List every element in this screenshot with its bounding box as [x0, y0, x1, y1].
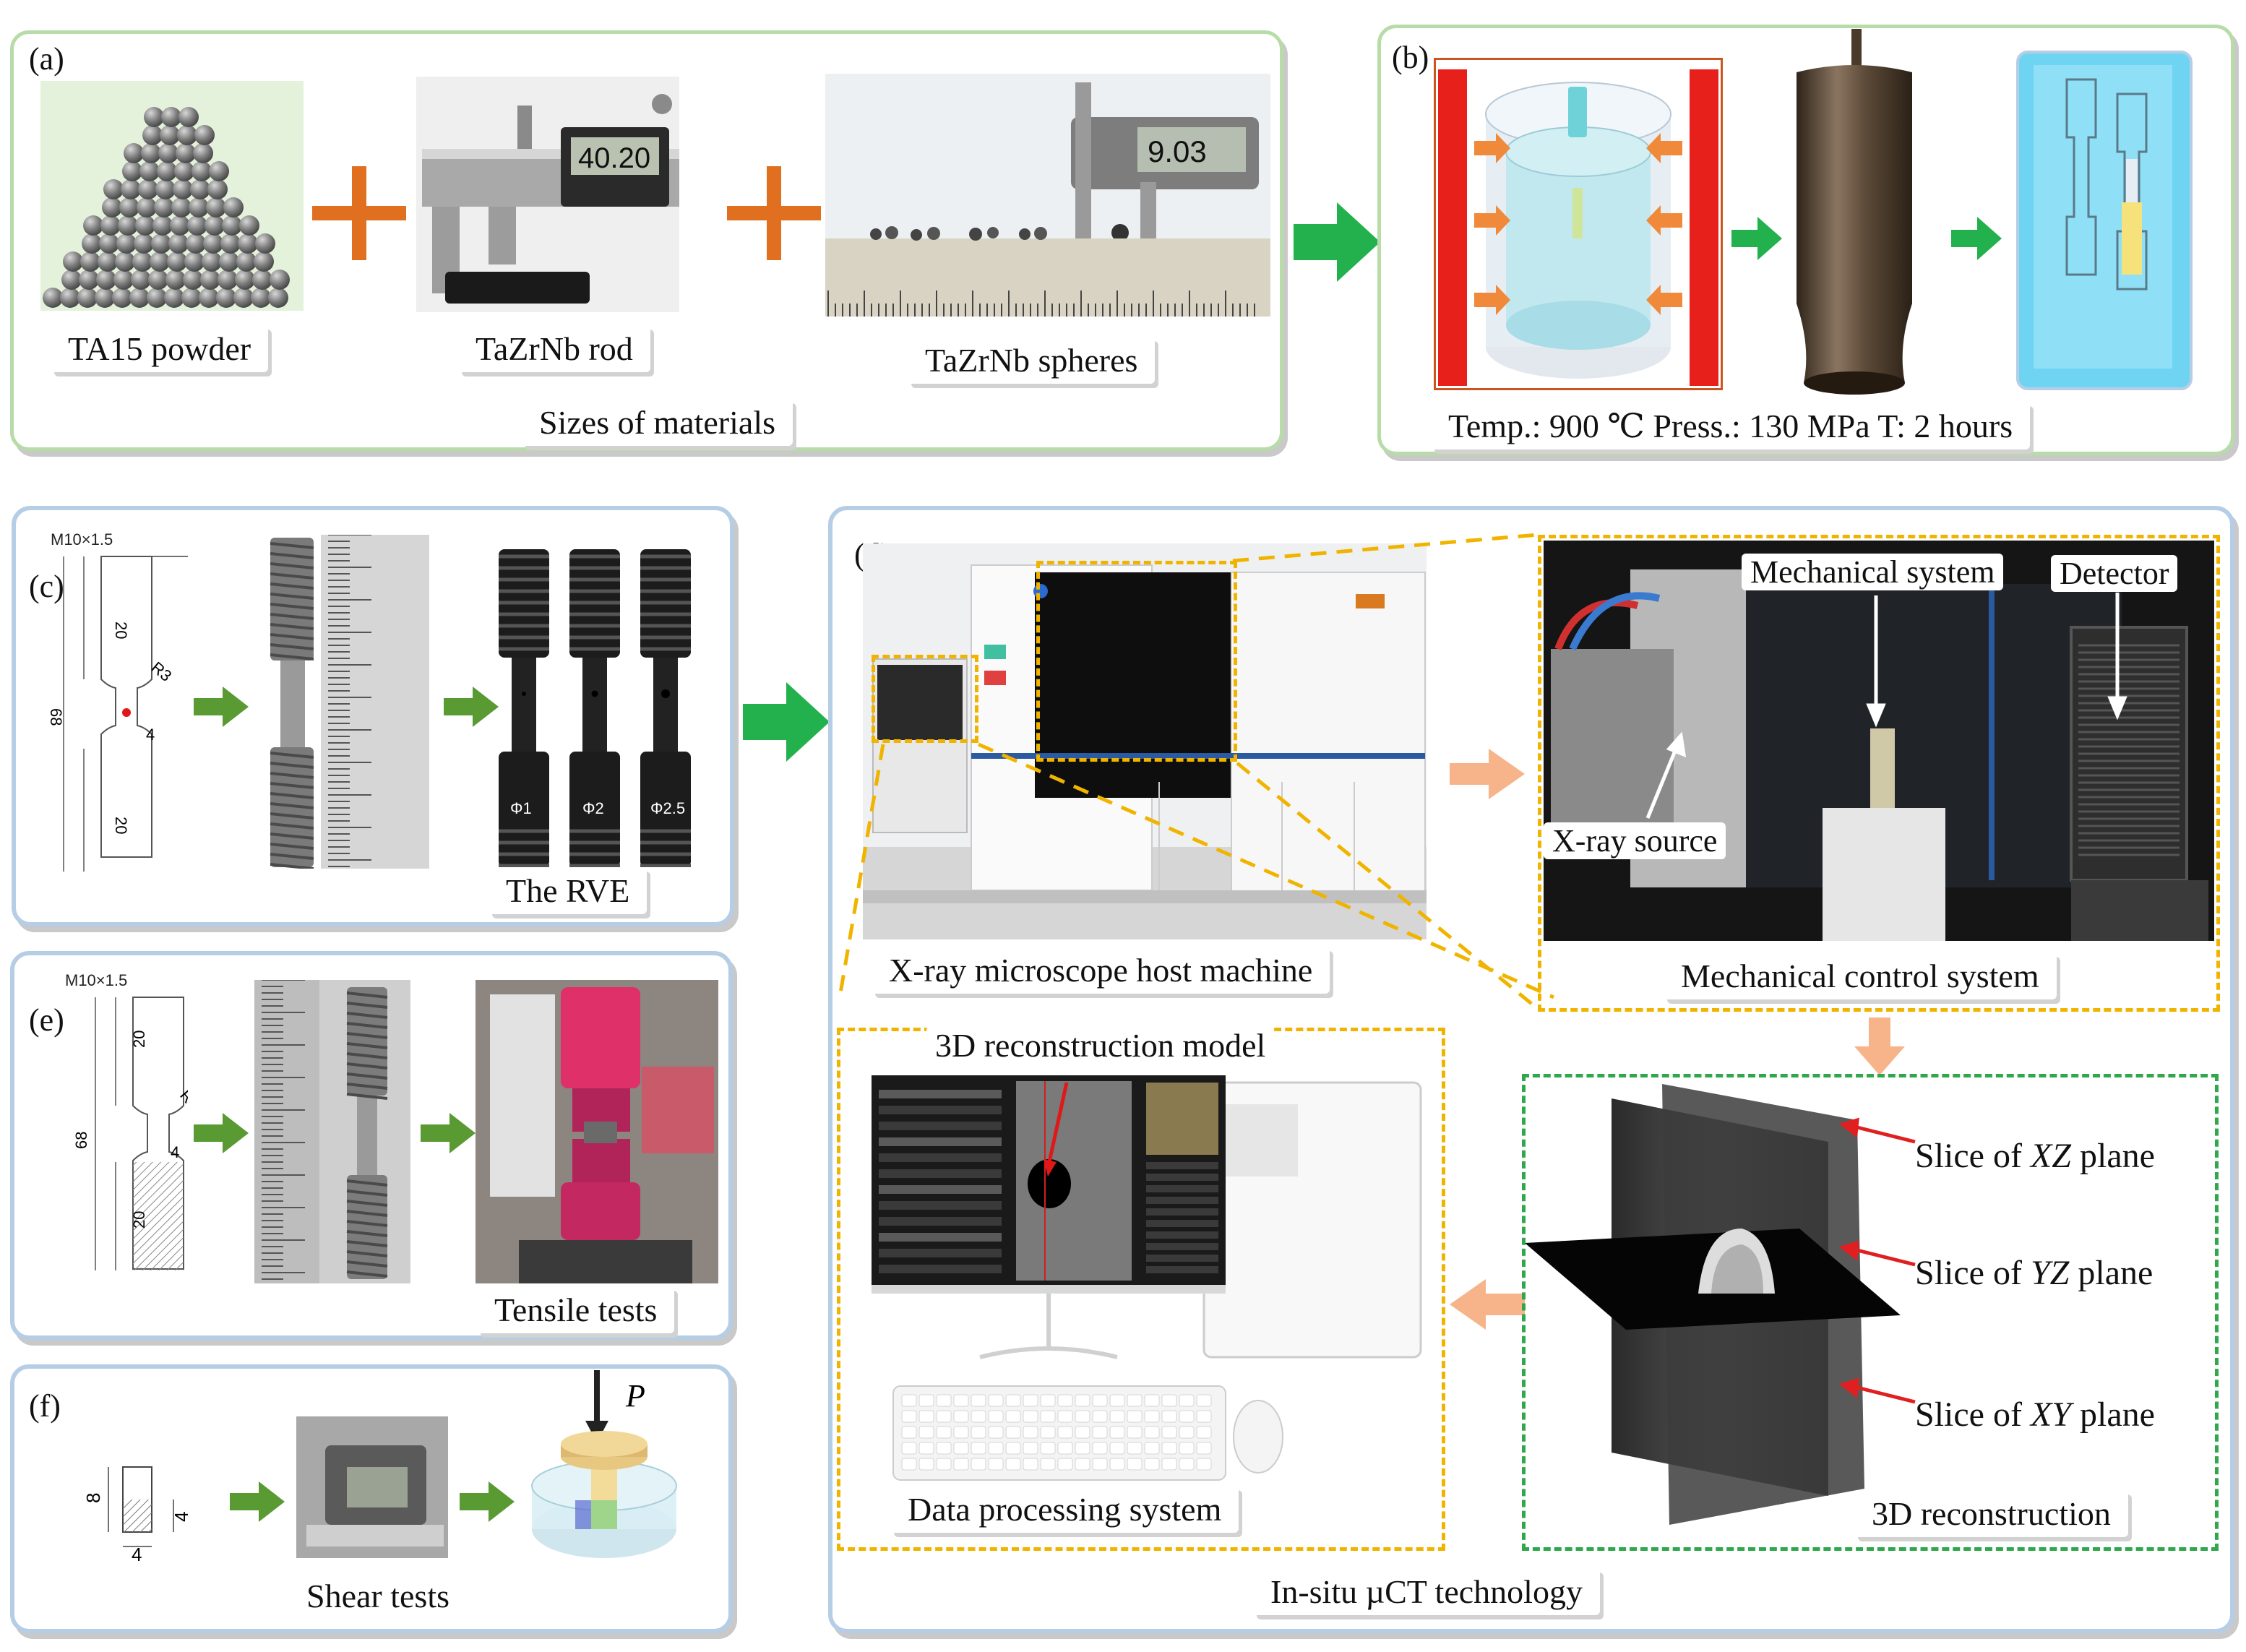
shear-specimen-drawing: 8 4 4 — [82, 1466, 192, 1561]
panel-e-label: (e) — [29, 1002, 64, 1038]
dim-bottom-label: 20 — [112, 817, 130, 834]
tensile-specimen-photo — [254, 980, 410, 1283]
orthogonal-slices-render — [1525, 1084, 1901, 1525]
flow-arrow-icon — [230, 1481, 285, 1522]
data-processing-image — [872, 1075, 1422, 1481]
hip-billet-image — [1797, 29, 1912, 395]
reconstruction-model-caption: 3D reconstruction model — [926, 1026, 1275, 1064]
panel-b-label: (b) — [1392, 40, 1429, 75]
flow-arrow-icon — [194, 687, 249, 727]
flow-arrow-icon — [421, 1113, 476, 1153]
callout-lines — [838, 533, 1555, 1010]
tazrnb-spheres-image: 9.03 — [825, 74, 1270, 317]
plus-icon — [727, 166, 821, 260]
flow-arrow-icon — [444, 687, 499, 727]
thread-spec-label: M10×1.5 — [65, 971, 127, 989]
tazrnb-rod-caption: TaZrNb rod — [458, 325, 650, 372]
plus-icon — [312, 166, 406, 260]
shear-fixture-diagram: P — [531, 1370, 677, 1558]
flow-arrow-icon — [1450, 1279, 1525, 1330]
flow-arrow-icon — [1951, 217, 2002, 260]
rve-caption: The RVE — [489, 867, 647, 914]
rve-specimen-drawing: M10×1.5 20 68 R3 4 20 — [47, 530, 188, 872]
detector-label: Detector — [2051, 555, 2178, 592]
shear-side-label: 4 — [171, 1512, 192, 1522]
annotation-arrows — [1645, 593, 2127, 819]
mechanical-system-label: Mechanical system — [1742, 554, 2004, 590]
shear-height-label: 8 — [82, 1493, 104, 1503]
slice-pointer-arrows — [1838, 1117, 1916, 1404]
machine-callout-box — [1036, 561, 1237, 762]
hip-conditions-caption: Temp.: 900 ℃ Press.: 130 MPa T: 2 hours — [1431, 402, 2031, 449]
dim-neck-label: 4 — [171, 1143, 179, 1161]
tazrnb-spheres-caption: TaZrNb spheres — [908, 337, 1156, 384]
shear-specimen-photo — [296, 1416, 448, 1558]
panel-f-label: (f) — [29, 1388, 61, 1424]
reconstruction-box — [1522, 1074, 2219, 1551]
mechanical-control-photo — [1544, 541, 2214, 941]
tensile-test-photo — [476, 980, 718, 1283]
flow-arrow-icon — [1731, 217, 1782, 260]
mechanical-control-box — [1538, 535, 2220, 1012]
hole-label-1: Φ1 — [510, 799, 532, 817]
mechanical-control-caption: Mechanical control system — [1664, 952, 2057, 999]
flow-arrow-icon — [194, 1113, 249, 1153]
data-processing-caption: Data processing system — [890, 1486, 1239, 1533]
panel-a-label: (a) — [29, 41, 64, 77]
flow-arrow-icon — [743, 682, 830, 762]
shear-width-label: 4 — [132, 1544, 142, 1561]
specimen-cutting-diagram — [2016, 51, 2193, 390]
thread-spec-label: M10×1.5 — [51, 530, 113, 548]
slice-yz-label: Slice of YZ plane — [1915, 1254, 2154, 1292]
slice-xy-label: Slice of XY plane — [1915, 1395, 2155, 1434]
dim-total-label: 68 — [47, 708, 65, 726]
shear-tests-caption: Shear tests — [289, 1573, 468, 1619]
flow-arrow-icon — [1294, 202, 1380, 282]
tensile-tests-caption: Tensile tests — [477, 1286, 675, 1333]
flow-arrow-icon — [1450, 749, 1525, 799]
dim-neck-label: 4 — [146, 726, 155, 744]
slice-xz-label: Slice of XZ plane — [1915, 1137, 2155, 1175]
flow-arrow-icon — [460, 1481, 515, 1522]
dim-bottom-label: 20 — [130, 1211, 148, 1229]
tazrnb-rod-image: 40.20 — [416, 77, 679, 312]
ta15-powder-caption: TA15 powder — [51, 325, 269, 372]
hip-furnace-diagram — [1434, 58, 1723, 390]
ta15-powder-image — [40, 81, 304, 311]
panel-c-label: (c) — [29, 569, 64, 604]
rve-specimen-photo — [256, 535, 429, 869]
rod-caliper-readout: 40.20 — [578, 142, 650, 174]
dim-total-label: 68 — [72, 1132, 90, 1149]
hole-label-3: Φ2.5 — [650, 799, 685, 817]
tensile-specimen-drawing: M10×1.5 20 68 R3 4 20 — [65, 971, 188, 1270]
reconstruction-caption: 3D reconstruction — [1854, 1490, 2128, 1537]
dim-top-label: 20 — [112, 621, 130, 639]
hole-label-2: Φ2 — [582, 799, 604, 817]
xray-source-label: X-ray source — [1544, 822, 1726, 859]
load-label: P — [625, 1378, 645, 1414]
rve-hole-specimens: Φ1 Φ2 Φ2.5 — [499, 549, 691, 867]
in-situ-technology-caption: In-situ µCT technology — [1253, 1568, 1600, 1615]
machine-callout-box — [872, 655, 978, 743]
sizes-of-materials-caption: Sizes of materials — [522, 399, 793, 446]
spheres-caliper-readout: 9.03 — [1148, 134, 1207, 168]
dim-top-label: 20 — [130, 1031, 148, 1048]
flow-arrow-icon — [1854, 1018, 1905, 1075]
host-machine-caption: X-ray microscope host machine — [872, 947, 1330, 994]
